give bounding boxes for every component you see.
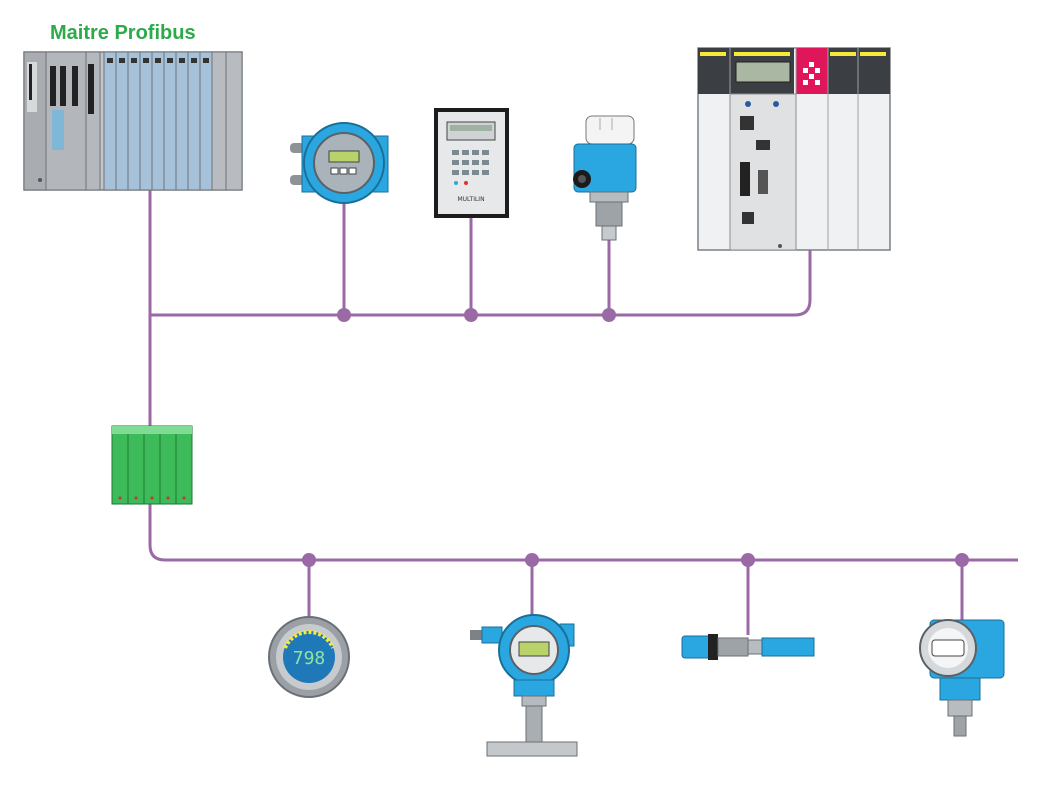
bus-junctions (302, 308, 969, 567)
junction-dot (337, 308, 351, 322)
protection-relay: MULTILIN (434, 108, 509, 218)
lower-bus-line (148, 503, 1018, 562)
pressure-sensor (919, 619, 1005, 737)
pressure-transmitter (470, 614, 578, 757)
relay-brand-label: MULTILIN (457, 196, 484, 203)
junction-dot (741, 553, 755, 567)
junction-dot (955, 553, 969, 567)
electromagnetic-transmitter (290, 122, 389, 204)
red-module-logo (803, 62, 820, 85)
upper-bus-line (150, 248, 812, 317)
remote-plc-rack (697, 47, 891, 251)
junction-dot (525, 553, 539, 567)
junction-dot (302, 553, 316, 567)
probe-sensor (681, 634, 815, 660)
profibus-dp-bus (148, 190, 1018, 635)
display-value: 798 (293, 648, 326, 669)
junction-dot (602, 308, 616, 322)
level-switch (573, 115, 637, 241)
field-display: 798 (268, 616, 350, 698)
dp-pa-coupler (111, 425, 193, 505)
master-plc-rack (23, 51, 243, 191)
master-title: Maitre Profibus (50, 22, 196, 44)
junction-dot (464, 308, 478, 322)
io-modules (103, 51, 213, 191)
